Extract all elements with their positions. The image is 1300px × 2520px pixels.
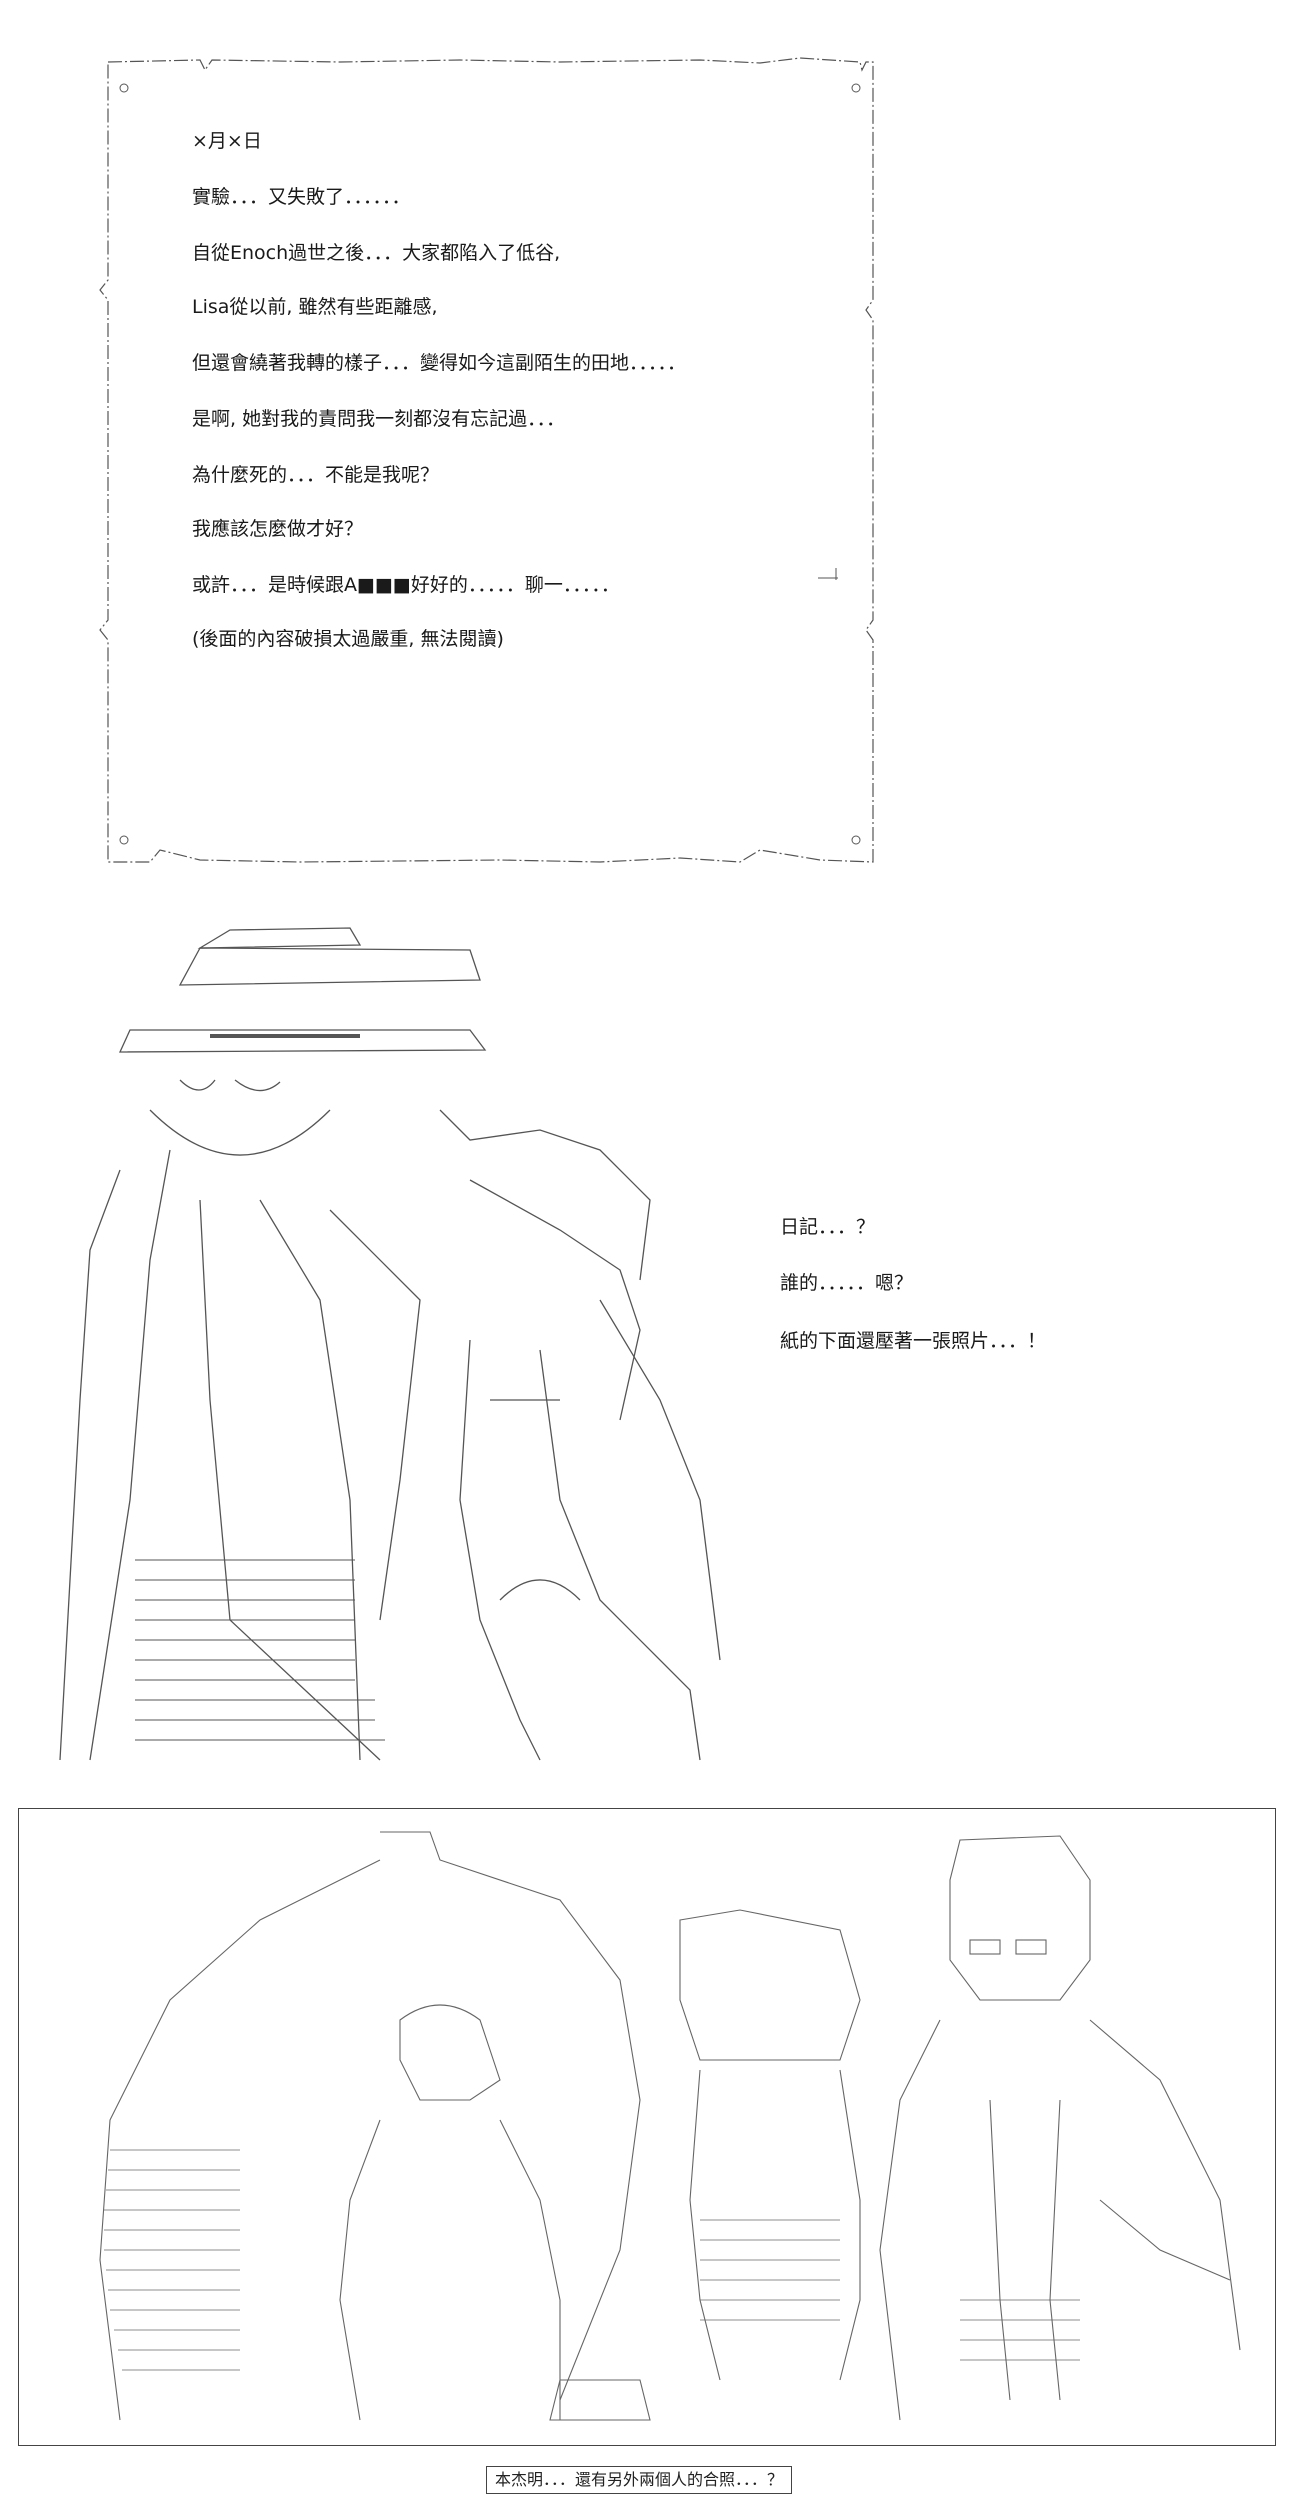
diary-line-1: 實驗．．．又失敗了．．．．．． xyxy=(192,186,411,208)
diary-date: ×月×日 xyxy=(192,130,262,152)
diary-line-7: 我應該怎麼做才好？ xyxy=(192,518,364,540)
diary-line-8: 或許．．．是時候跟A■■■好好的．．．．．聊一．．．．． xyxy=(192,574,620,596)
diary-line-3: Lisa從以前, 雖然有些距離感, xyxy=(192,296,438,318)
caption-box: 本杰明．．．還有另外兩個人的合照．．．？ xyxy=(486,2466,793,2494)
diary-line-2: 自從Enoch過世之後．．．大家都陷入了低谷, xyxy=(192,242,561,264)
speech-line-1: 日記．．．？ xyxy=(780,1216,876,1238)
diary-line-5: 是啊, 她對我的責問我一刻都沒有忘記過．．． xyxy=(192,408,566,430)
speech-line-3: 紙的下面還壓著一張照片．．．！ xyxy=(780,1330,1047,1352)
photo-frame xyxy=(18,1808,1276,2446)
speech-line-2: 誰的．．．．．嗯？ xyxy=(780,1272,914,1294)
diary-line-6: 為什麼死的．．．不能是我呢？ xyxy=(192,464,440,486)
diary-line-4: 但還會繞著我轉的樣子．．．變得如今這副陌生的田地．．．．． xyxy=(192,352,687,374)
diary-line-9: (後面的內容破損太過嚴重, 無法閱讀) xyxy=(192,628,504,650)
